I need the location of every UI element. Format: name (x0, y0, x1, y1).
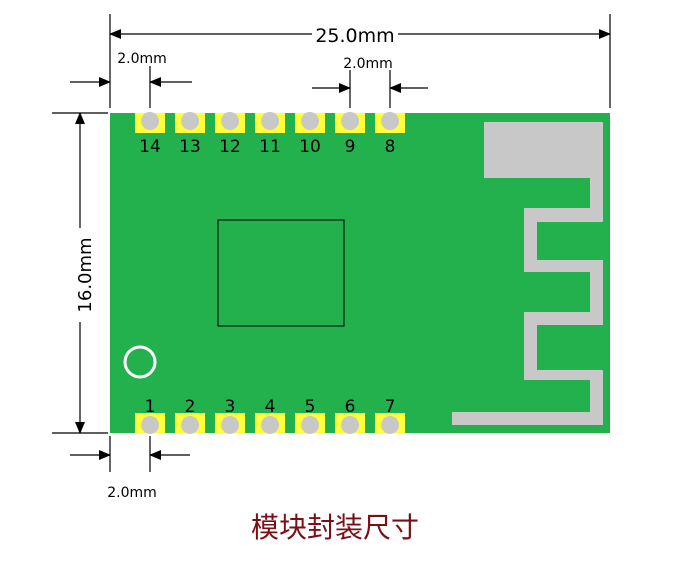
solder-pad-12 (215, 112, 245, 133)
top-pad-row (135, 112, 405, 133)
antenna-trace (452, 122, 603, 425)
solder-pad-1 (135, 413, 165, 434)
pad-hole (301, 112, 319, 130)
pad-hole (221, 112, 239, 130)
pin-label-5: 5 (305, 397, 316, 417)
pin-pitch-label: 2.0mm (343, 56, 393, 72)
solder-pad-8 (375, 112, 405, 133)
pin-label-13: 13 (179, 137, 201, 157)
pin-label-4: 4 (265, 397, 276, 417)
solder-pad-7 (375, 413, 405, 434)
total-height-label: 16.0mm (75, 237, 96, 312)
pad-hole (261, 112, 279, 130)
bottom-left-offset-label: 2.0mm (107, 485, 157, 501)
pin-label-1: 1 (145, 397, 156, 417)
pad-hole (181, 416, 199, 434)
pin-label-14: 14 (139, 137, 161, 157)
top-left-offset-label: 2.0mm (117, 51, 167, 67)
total-height-dimension (52, 112, 108, 434)
pin-pitch-dimension (312, 70, 428, 108)
pin-label-9: 9 (345, 137, 356, 157)
top-left-offset-dimension (70, 66, 192, 108)
solder-pad-5 (295, 413, 325, 434)
pad-hole (381, 112, 399, 130)
pad-hole (141, 416, 159, 434)
pad-hole (381, 416, 399, 434)
solder-pad-11 (255, 112, 285, 133)
pad-hole (181, 112, 199, 130)
pin-label-11: 11 (259, 137, 281, 157)
solder-pad-3 (215, 413, 245, 434)
top-pin-labels: 14 13 12 11 10 9 8 (139, 137, 395, 157)
total-width-dimension (109, 14, 611, 108)
pad-hole (301, 416, 319, 434)
solder-pad-14 (135, 112, 165, 133)
solder-pad-9 (335, 112, 365, 133)
pad-hole (341, 112, 359, 130)
solder-pad-13 (175, 112, 205, 133)
pin-label-10: 10 (299, 137, 321, 157)
pad-hole (221, 416, 239, 434)
bottom-pin-labels: 1 2 3 4 5 6 7 (145, 397, 396, 417)
chip-outline (217, 219, 345, 327)
solder-pad-2 (175, 413, 205, 434)
pin-label-7: 7 (385, 397, 396, 417)
pad-hole (261, 416, 279, 434)
solder-pad-4 (255, 413, 285, 434)
solder-pad-10 (295, 112, 325, 133)
total-width-label: 25.0mm (315, 25, 394, 47)
pin-label-2: 2 (185, 397, 196, 417)
pin-label-6: 6 (345, 397, 356, 417)
pin1-marker (123, 345, 157, 379)
pad-hole (341, 416, 359, 434)
diagram-caption: 模块封装尺寸 (251, 511, 419, 544)
solder-pad-6 (335, 413, 365, 434)
bottom-pad-row (135, 413, 405, 434)
pin-label-12: 12 (219, 137, 241, 157)
pin-label-8: 8 (385, 137, 396, 157)
pad-hole (141, 112, 159, 130)
bottom-left-offset-dimension (70, 436, 190, 472)
pin-label-3: 3 (225, 397, 236, 417)
